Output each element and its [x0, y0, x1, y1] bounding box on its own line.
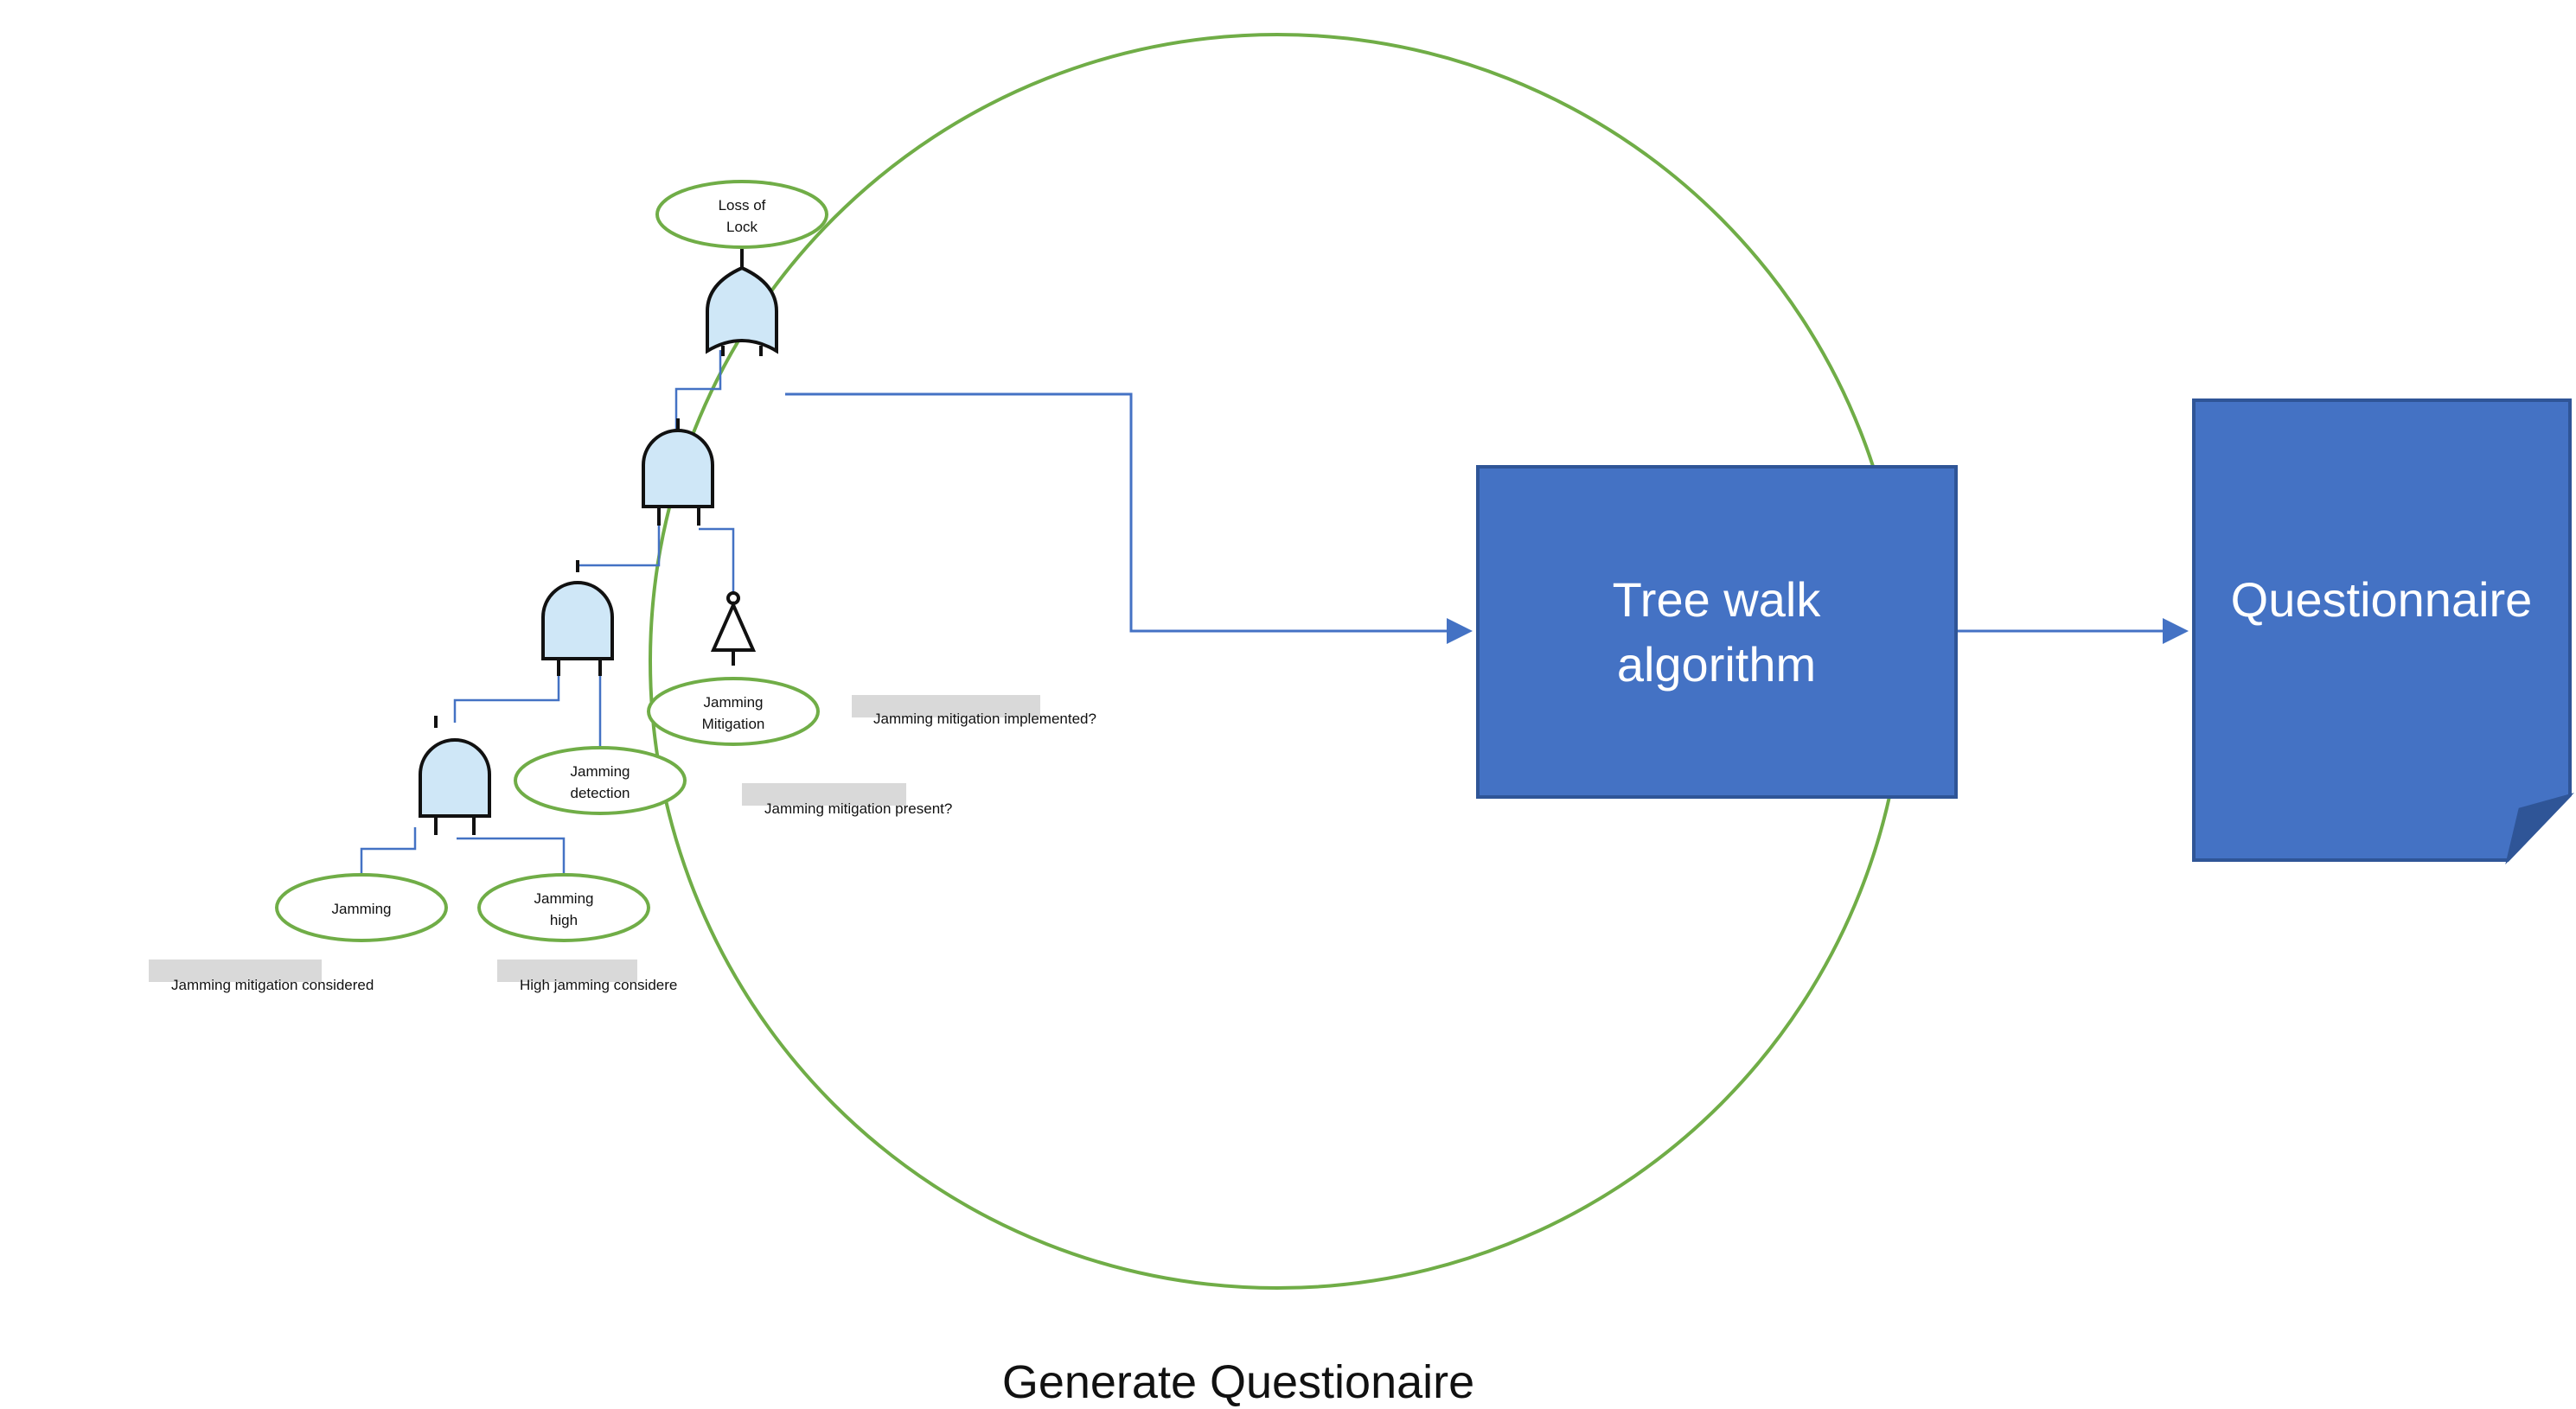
- note-high-jamming-considered: High jamming considere: [497, 960, 677, 993]
- page-fold-corner: [2505, 793, 2574, 865]
- connector-tree-to-algorithm: [785, 392, 1473, 644]
- connector-and1-to-not: [699, 527, 735, 592]
- event-label-line2: Lock: [726, 219, 757, 235]
- connector-and2-to-and3: [453, 657, 560, 723]
- connector-or-to-and1: [674, 350, 722, 432]
- connector-and3-to-jamming: [360, 827, 417, 889]
- note-text: Jamming mitigation present?: [764, 800, 952, 817]
- diagram-caption: Generate Questionaire: [1002, 1356, 1474, 1408]
- event-label: Jamming: [332, 901, 392, 917]
- event-ellipse: [514, 746, 687, 815]
- event-jamming: Jamming: [275, 873, 448, 942]
- algorithm-label-line1: Tree walk: [1613, 572, 1822, 627]
- event-jamming-high: Jamming high: [477, 873, 650, 942]
- event-label-line1: Jamming: [704, 694, 764, 711]
- event-ellipse: [647, 677, 820, 746]
- connector-and1-to-and2: [576, 517, 661, 567]
- event-ellipse: [655, 180, 828, 249]
- event-jamming-detection: Jamming detection: [514, 746, 687, 815]
- note-mitigation-considered: Jamming mitigation considered: [149, 960, 374, 993]
- event-jamming-mitigation: Jamming Mitigation: [647, 677, 820, 746]
- note-mitigation-present: Jamming mitigation present?: [742, 783, 952, 817]
- event-label-line1: Jamming: [571, 763, 630, 780]
- process-flow-connectors: [785, 392, 2189, 644]
- or-gate-icon: [706, 249, 778, 356]
- event-label-line2: detection: [571, 785, 630, 801]
- note-text: Jamming mitigation considered: [171, 977, 374, 993]
- not-gate-icon: [710, 591, 757, 666]
- questionnaire-document: Questionnaire: [2192, 398, 2574, 865]
- event-ellipse: [275, 873, 448, 942]
- event-ellipse: [477, 873, 650, 942]
- tree-walk-algorithm-box: Tree walk algorithm: [1476, 465, 1958, 799]
- note-text: Jamming mitigation implemented?: [873, 711, 1096, 727]
- event-label-line2: high: [550, 912, 578, 928]
- connector-and3-to-high: [457, 837, 566, 875]
- and-gate-icon: [419, 716, 491, 835]
- event-label-line2: Mitigation: [702, 716, 765, 732]
- event-loss-of-lock: Loss of Lock: [655, 180, 828, 249]
- note-text: High jamming considere: [520, 977, 677, 993]
- algorithm-label-line2: algorithm: [1617, 637, 1816, 692]
- questionnaire-label: Questionnaire: [2231, 572, 2533, 627]
- and-gate-icon: [541, 560, 614, 676]
- and-gate-icon: [642, 418, 714, 526]
- event-label-line1: Loss of: [719, 197, 766, 214]
- note-mitigation-implemented: Jamming mitigation implemented?: [852, 695, 1096, 727]
- event-label-line1: Jamming: [534, 890, 594, 907]
